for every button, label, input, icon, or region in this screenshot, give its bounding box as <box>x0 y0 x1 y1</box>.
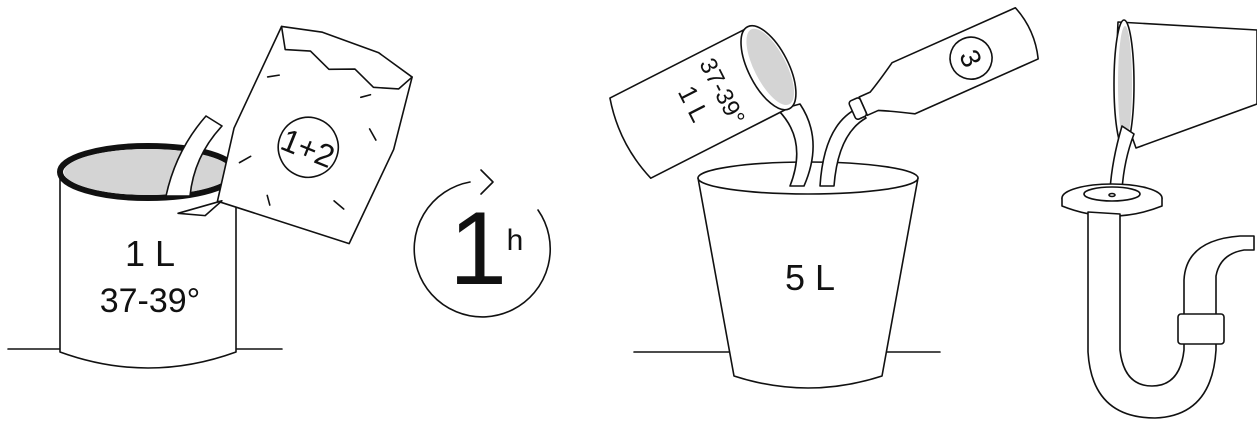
step-4-panel <box>1061 19 1257 419</box>
sink-drain-pipe-icon <box>1061 183 1255 419</box>
drain-pour-stream <box>1109 125 1135 191</box>
bucket-volume-label: 5 L <box>785 257 835 298</box>
pipe-coupling <box>1177 313 1225 345</box>
sachet-pouch: 1+2 <box>177 25 413 245</box>
cup-pour-stream <box>777 103 814 187</box>
timer-unit: h <box>507 224 524 257</box>
timer-value: 1 <box>449 191 507 307</box>
warm-water-cup: 1 L 37-39° <box>57 115 239 369</box>
bottle-pour-stream <box>819 107 867 187</box>
cup-liquid <box>64 149 232 195</box>
step-1-panel: 1 L 37-39° 1+2 <box>7 25 413 369</box>
clockwise-timer-icon <box>413 169 552 318</box>
mixing-bucket: 5 L <box>697 161 919 389</box>
pour-stream <box>165 115 223 197</box>
cup-temperature-label: 37-39° <box>100 282 201 320</box>
step-3-panel: 5 L 1 L 37-39° 3 <box>609 6 1039 389</box>
cup-volume-label: 1 L <box>125 233 175 274</box>
pouring-cup-liquid <box>1118 26 1132 142</box>
pouring-cup <box>1113 19 1257 149</box>
liquid-bottle: 3 <box>848 6 1039 121</box>
tilted-cup-liquid <box>746 28 795 105</box>
step-2-panel: 1 h <box>413 169 552 318</box>
warm-water-cup-tilted: 1 L 37-39° <box>609 24 797 180</box>
